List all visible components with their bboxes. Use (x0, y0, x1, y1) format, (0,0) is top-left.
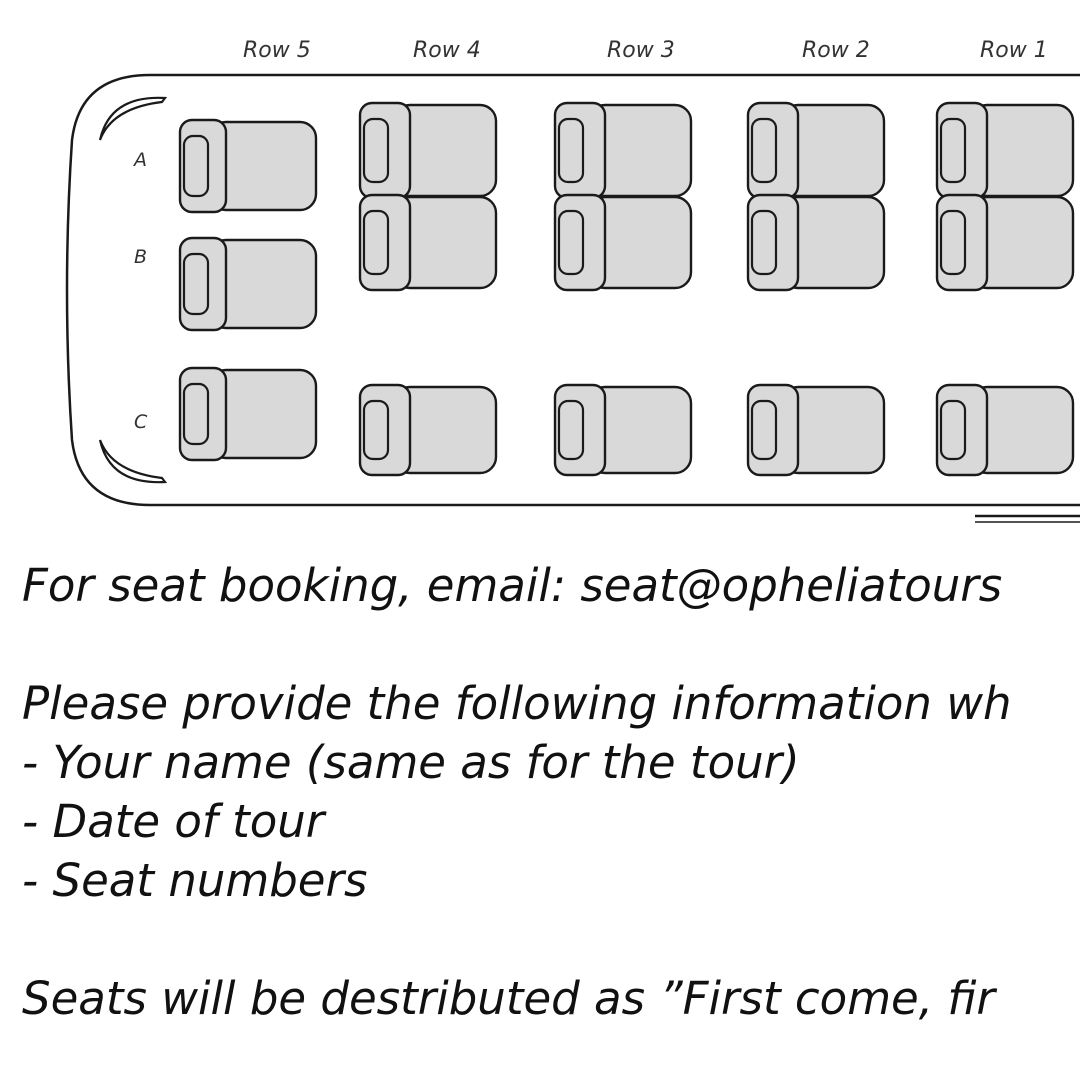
info-item-date: - Date of tour (22, 795, 325, 848)
seat-headrest (557, 117, 585, 184)
seat-column-label-c: C (134, 411, 148, 433)
seat-headrest (750, 399, 778, 461)
booking-email-line: For seat booking, email: seat@opheliatou… (22, 559, 1003, 612)
seat-headrest (182, 134, 210, 198)
seat-headrest (362, 399, 390, 461)
seat-row3-a[interactable] (553, 101, 693, 200)
seat-headrest (182, 252, 210, 316)
row-label-5: Row 5 (243, 38, 311, 63)
seat-column-label-b: B (134, 246, 147, 268)
seat-column-label-a: A (132, 149, 147, 171)
seat-headrest (557, 209, 585, 276)
seat-row3-c[interactable] (553, 383, 693, 477)
seat-row4-c[interactable] (358, 383, 498, 477)
info-item-seats: - Seat numbers (22, 854, 368, 907)
seat-headrest (362, 117, 390, 184)
seat-headrest (362, 209, 390, 276)
row-label-1: Row 1 (980, 38, 1048, 63)
seat-headrest (939, 209, 967, 276)
seat-row2-c[interactable] (746, 383, 886, 477)
seats-layer (178, 101, 1075, 477)
seat-row1-a[interactable] (935, 101, 1075, 200)
row-label-4: Row 4 (413, 38, 481, 63)
bus-front-corner-bottom (98, 439, 168, 484)
seat-row5-b[interactable] (178, 236, 318, 332)
bus-outline (65, 73, 1080, 507)
info-item-name: - Your name (same as for the tour) (22, 736, 800, 789)
seat-headrest (750, 117, 778, 184)
seat-row4-b[interactable] (358, 193, 498, 292)
seat-headrest (939, 399, 967, 461)
seat-row1-b[interactable] (935, 193, 1075, 292)
bus-front-corner-top (98, 96, 168, 141)
seat-row1-c[interactable] (935, 383, 1075, 477)
seat-headrest (182, 382, 210, 446)
distribution-line: Seats will be destributed as ”First come… (22, 972, 995, 1025)
seat-headrest (939, 117, 967, 184)
seat-headrest (557, 399, 585, 461)
seat-row4-a[interactable] (358, 101, 498, 200)
row-label-3: Row 3 (607, 38, 675, 63)
row-label-2: Row 2 (802, 38, 870, 63)
seat-row3-b[interactable] (553, 193, 693, 292)
seat-row2-a[interactable] (746, 101, 886, 200)
seat-headrest (750, 209, 778, 276)
bus-seat-map: Row 5 Row 4 Row 3 Row 2 Row 1 A B C (65, 38, 1080, 523)
seat-row2-b[interactable] (746, 193, 886, 292)
seat-row5-c[interactable] (178, 366, 318, 462)
booking-info: For seat booking, email: seat@opheliatou… (22, 556, 1080, 1028)
provide-info-line: Please provide the following information… (22, 677, 1012, 730)
seat-row5-a[interactable] (178, 118, 318, 214)
